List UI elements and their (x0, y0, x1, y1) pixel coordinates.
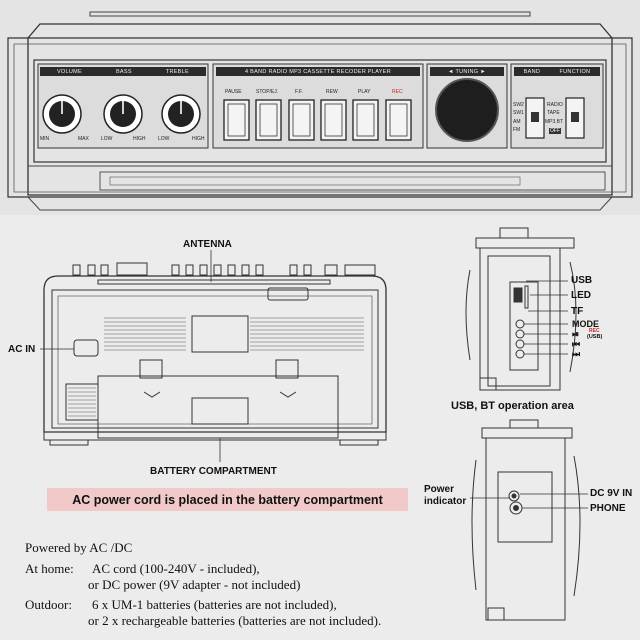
home-line2: or DC power (9V adapter - not included) (88, 577, 301, 592)
next-icon: ⏭ (572, 349, 581, 359)
bass-knob (103, 94, 143, 134)
rew-key-label: REW (326, 89, 338, 95)
volume-min-label: MIN (40, 136, 50, 142)
treble-label: TREBLE (165, 68, 189, 75)
treble-high-label: HIGH (192, 136, 205, 142)
power-heading: Powered by AC /DC (25, 540, 133, 555)
band-function-title: BAND FUNCTION (514, 67, 600, 76)
band-title: BAND (523, 68, 541, 75)
play-key-label: PLAY (358, 89, 371, 95)
knob-section-title: VOLUME BASS TREBLE (40, 67, 206, 76)
treble-knob (161, 94, 201, 134)
rec-small-label: REC (589, 328, 600, 334)
ff-key-label: F.F. (295, 89, 303, 95)
outdoor-line1: 6 x UM-1 batteries (batteries are not in… (92, 597, 337, 612)
cassette-section-title: 4 BAND RADIO MP3 CASSETTE RECODER PLAYER (216, 67, 420, 76)
tuning-label: ◄ TUNING ► (430, 67, 504, 76)
bass-high-label: HIGH (133, 136, 146, 142)
band-fm-label: FM (513, 127, 521, 133)
function-title: FUNCTION (559, 68, 591, 75)
usb-port-label: USB (571, 275, 593, 286)
outdoor-line2: or 2 x rechargeable batteries (batteries… (88, 613, 382, 628)
volume-label: VOLUME (56, 68, 82, 75)
function-radio-label: RADIO (547, 102, 563, 108)
stop-eject-key-label: STOP/EJ. (256, 89, 279, 95)
treble-low-label: LOW (158, 136, 170, 142)
power-indicator-label-line1: Power (424, 484, 455, 495)
side-view-usb-drawing (465, 227, 577, 391)
band-am-label: AM (513, 119, 521, 125)
antenna-label: ANTENNA (183, 239, 232, 250)
phone-jack-label: PHONE (590, 503, 626, 514)
play-pause-icon: ⏯ (572, 329, 580, 339)
rec-key-label: REC (392, 89, 403, 95)
outdoor-label: Outdoor: (25, 597, 72, 612)
volume-max-label: MAX (78, 136, 89, 142)
home-label: At home: (25, 561, 74, 576)
usb-bt-area-label: USB, BT operation area (451, 400, 574, 412)
bass-low-label: LOW (101, 136, 113, 142)
tf-slot-label: TF (571, 306, 584, 317)
previous-icon: ⏮ (572, 339, 581, 349)
function-tape-label: TAPE (547, 110, 560, 116)
function-mp3bt-label: MP3.BT (545, 119, 564, 125)
pause-key-label: PAUSE (225, 89, 242, 95)
usb-small-label: (USB) (587, 334, 603, 340)
function-off-label: OFF (549, 128, 561, 134)
volume-knob (42, 94, 82, 134)
home-line1: AC cord (100-240V - included), (92, 561, 260, 576)
power-indicator-label-line2: indicator (424, 496, 467, 507)
dc-in-label: DC 9V IN (590, 488, 633, 499)
battery-compartment-label: BATTERY COMPARTMENT (150, 466, 277, 477)
ac-in-label: AC IN (8, 344, 36, 355)
bass-label: BASS (115, 68, 132, 75)
band-sw2-label: SW2 (513, 102, 524, 108)
led-label: LED (571, 290, 591, 301)
ac-cord-note: AC power cord is placed in the battery c… (47, 488, 408, 511)
back-view-drawing (43, 262, 387, 446)
band-sw1-label: SW1 (513, 110, 524, 116)
back-grills (68, 317, 364, 417)
tuning-dial (435, 78, 499, 142)
mode-button-label: MODE (572, 319, 599, 329)
side-view-power-drawing (471, 419, 581, 621)
